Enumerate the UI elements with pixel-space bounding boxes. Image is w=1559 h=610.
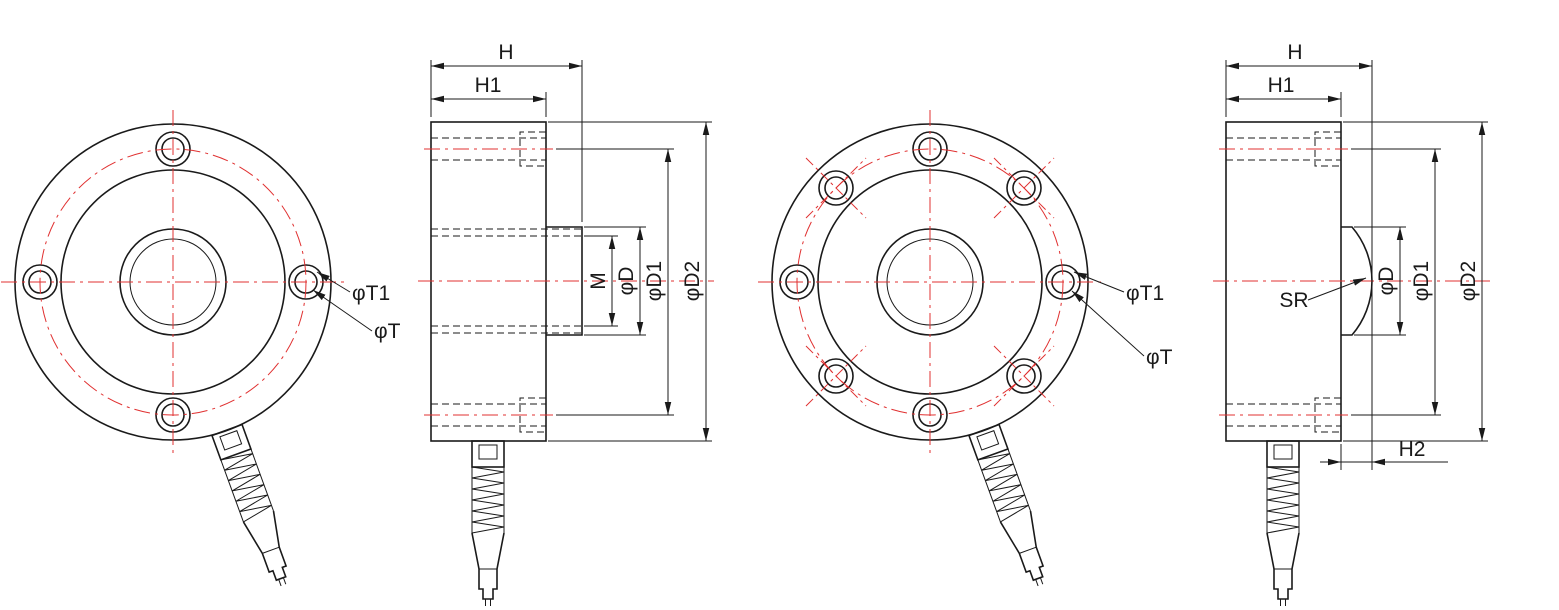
label-phi-t1: φT1 <box>352 282 390 305</box>
sr-leader <box>1307 277 1367 301</box>
centerlines <box>418 148 714 416</box>
label-phi-d2: φD2 <box>681 261 704 301</box>
label-phi-d1: φD1 <box>1410 261 1433 301</box>
center-boss <box>546 226 583 336</box>
front-view-threaded: φT1 φT <box>0 109 401 592</box>
label-h1: H1 <box>475 74 502 97</box>
label-h: H <box>1287 41 1302 64</box>
counterbore-bottom <box>1314 397 1341 433</box>
label-phi-t: φT <box>1146 346 1173 369</box>
centerlines <box>0 109 346 455</box>
cable <box>471 440 505 607</box>
label-m: M <box>587 272 610 290</box>
hidden-lines <box>1226 131 1341 433</box>
label-phi-d1: φD1 <box>643 261 666 301</box>
dimensions: H H1 φD φD1 φD2 H2 SR <box>1225 41 1488 470</box>
counterbore-bottom <box>519 397 546 433</box>
hidden-lines <box>431 131 582 433</box>
label-sr: SR <box>1279 289 1308 312</box>
front-view-spherical: φT1 φT <box>757 109 1173 592</box>
label-phi-d2: φD2 <box>1457 261 1480 301</box>
cable <box>211 423 300 592</box>
label-h2: H2 <box>1399 438 1426 461</box>
label-h: H <box>498 41 513 64</box>
dimensions: H H1 M φD φD1 φD2 <box>430 41 712 442</box>
centerlines <box>1213 148 1490 416</box>
cable <box>968 423 1057 592</box>
hole-diameter-leaders: φT1 φT <box>1071 271 1173 369</box>
label-phi-t: φT <box>374 320 401 343</box>
counterbore-top <box>1314 131 1341 167</box>
hole-diameter-leaders: φT1 φT <box>312 271 401 343</box>
centerlines <box>757 109 1103 455</box>
side-view-spherical: H H1 φD φD1 φD2 H2 SR <box>1213 41 1490 607</box>
label-phi-d: φD <box>1375 267 1398 296</box>
cable <box>1266 440 1300 607</box>
label-phi-d: φD <box>615 267 638 296</box>
section-view-threaded: H H1 M φD φD1 φD2 <box>418 41 714 607</box>
label-h1: H1 <box>1268 74 1295 97</box>
label-phi-t1: φT1 <box>1126 282 1164 305</box>
counterbore-top <box>519 131 546 167</box>
